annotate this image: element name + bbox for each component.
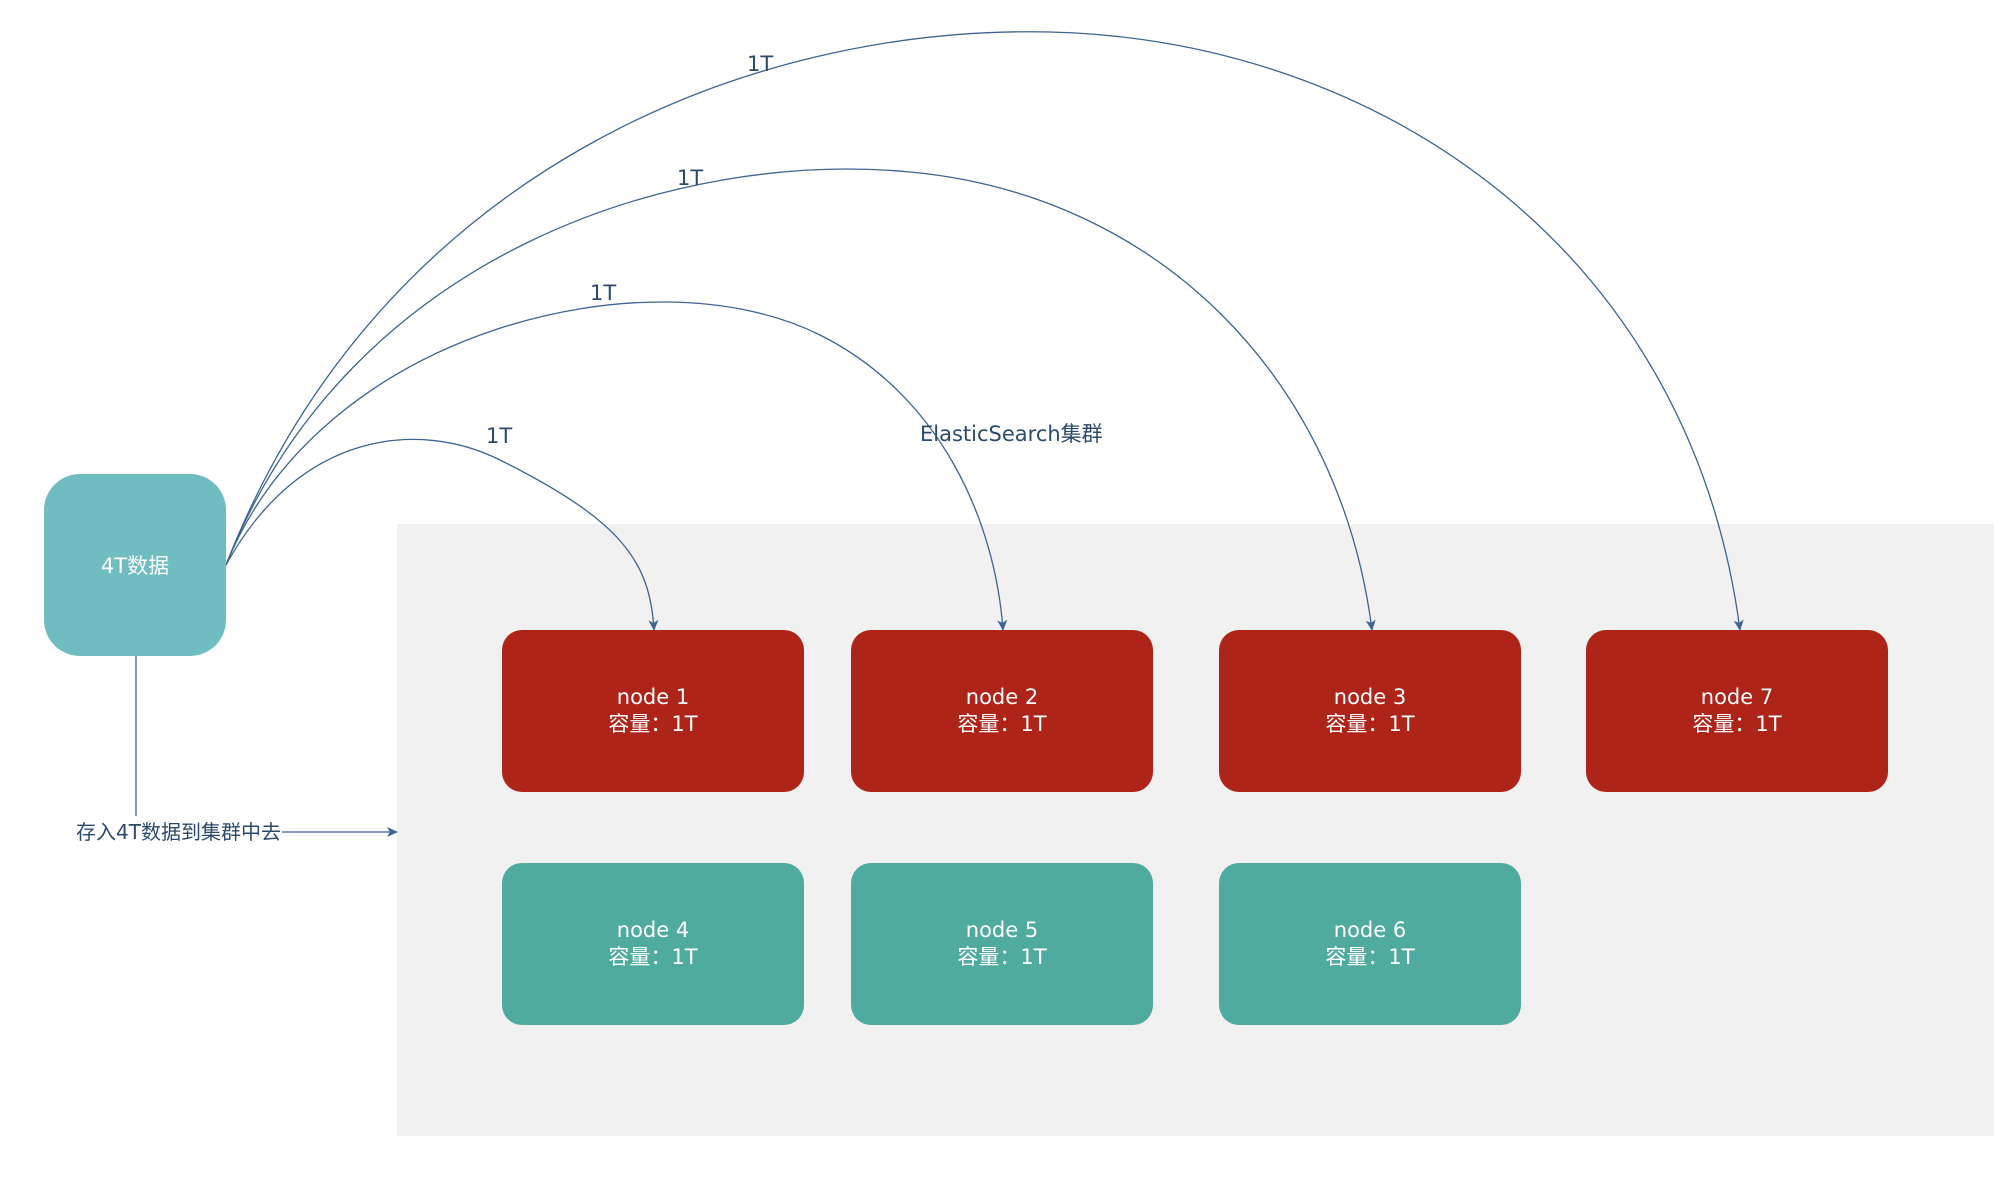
node-capacity: 容量：1T bbox=[957, 712, 1047, 736]
node-name: node 4 bbox=[616, 918, 690, 942]
node-capacity: 容量：1T bbox=[1325, 712, 1415, 736]
node-7[interactable]: node 7 容量：1T bbox=[1586, 630, 1888, 792]
cluster-region bbox=[397, 524, 1994, 1136]
node-name: node 3 bbox=[1333, 685, 1407, 709]
node-4[interactable]: node 4 容量：1T bbox=[502, 863, 804, 1025]
edge-label-node-7: 1T bbox=[747, 52, 774, 76]
node-name: node 6 bbox=[1333, 918, 1407, 942]
edge-label-node-3: 1T bbox=[677, 166, 704, 190]
node-capacity: 容量：1T bbox=[1692, 712, 1782, 736]
edge-label-node-1: 1T bbox=[486, 424, 513, 448]
edge-to-node-1 bbox=[225, 438, 659, 631]
node-name: node 2 bbox=[965, 685, 1039, 709]
edge-to-node-7 bbox=[225, 31, 1744, 631]
store-edge-label: 存入4T数据到集群中去 bbox=[75, 816, 282, 845]
edge-label-node-2: 1T bbox=[590, 281, 617, 305]
store-edge-line bbox=[135, 656, 398, 837]
source-data-label: 4T数据 bbox=[100, 554, 170, 578]
node-5[interactable]: node 5 容量：1T bbox=[851, 863, 1153, 1025]
node-1[interactable]: node 1 容量：1T bbox=[502, 630, 804, 792]
node-capacity: 容量：1T bbox=[608, 945, 698, 969]
edge-to-node-2 bbox=[225, 301, 1008, 631]
node-name: node 1 bbox=[616, 685, 690, 709]
node-capacity: 容量：1T bbox=[1325, 945, 1415, 969]
node-capacity: 容量：1T bbox=[608, 712, 698, 736]
source-data-node[interactable]: 4T数据 bbox=[44, 474, 226, 656]
node-3[interactable]: node 3 容量：1T bbox=[1219, 630, 1521, 792]
edge-to-node-3 bbox=[225, 168, 1376, 631]
cluster-label: ElasticSearch集群 bbox=[920, 422, 1103, 446]
node-capacity: 容量：1T bbox=[957, 945, 1047, 969]
node-name: node 5 bbox=[965, 918, 1039, 942]
node-6[interactable]: node 6 容量：1T bbox=[1219, 863, 1521, 1025]
node-name: node 7 bbox=[1700, 685, 1774, 709]
node-2[interactable]: node 2 容量：1T bbox=[851, 630, 1153, 792]
